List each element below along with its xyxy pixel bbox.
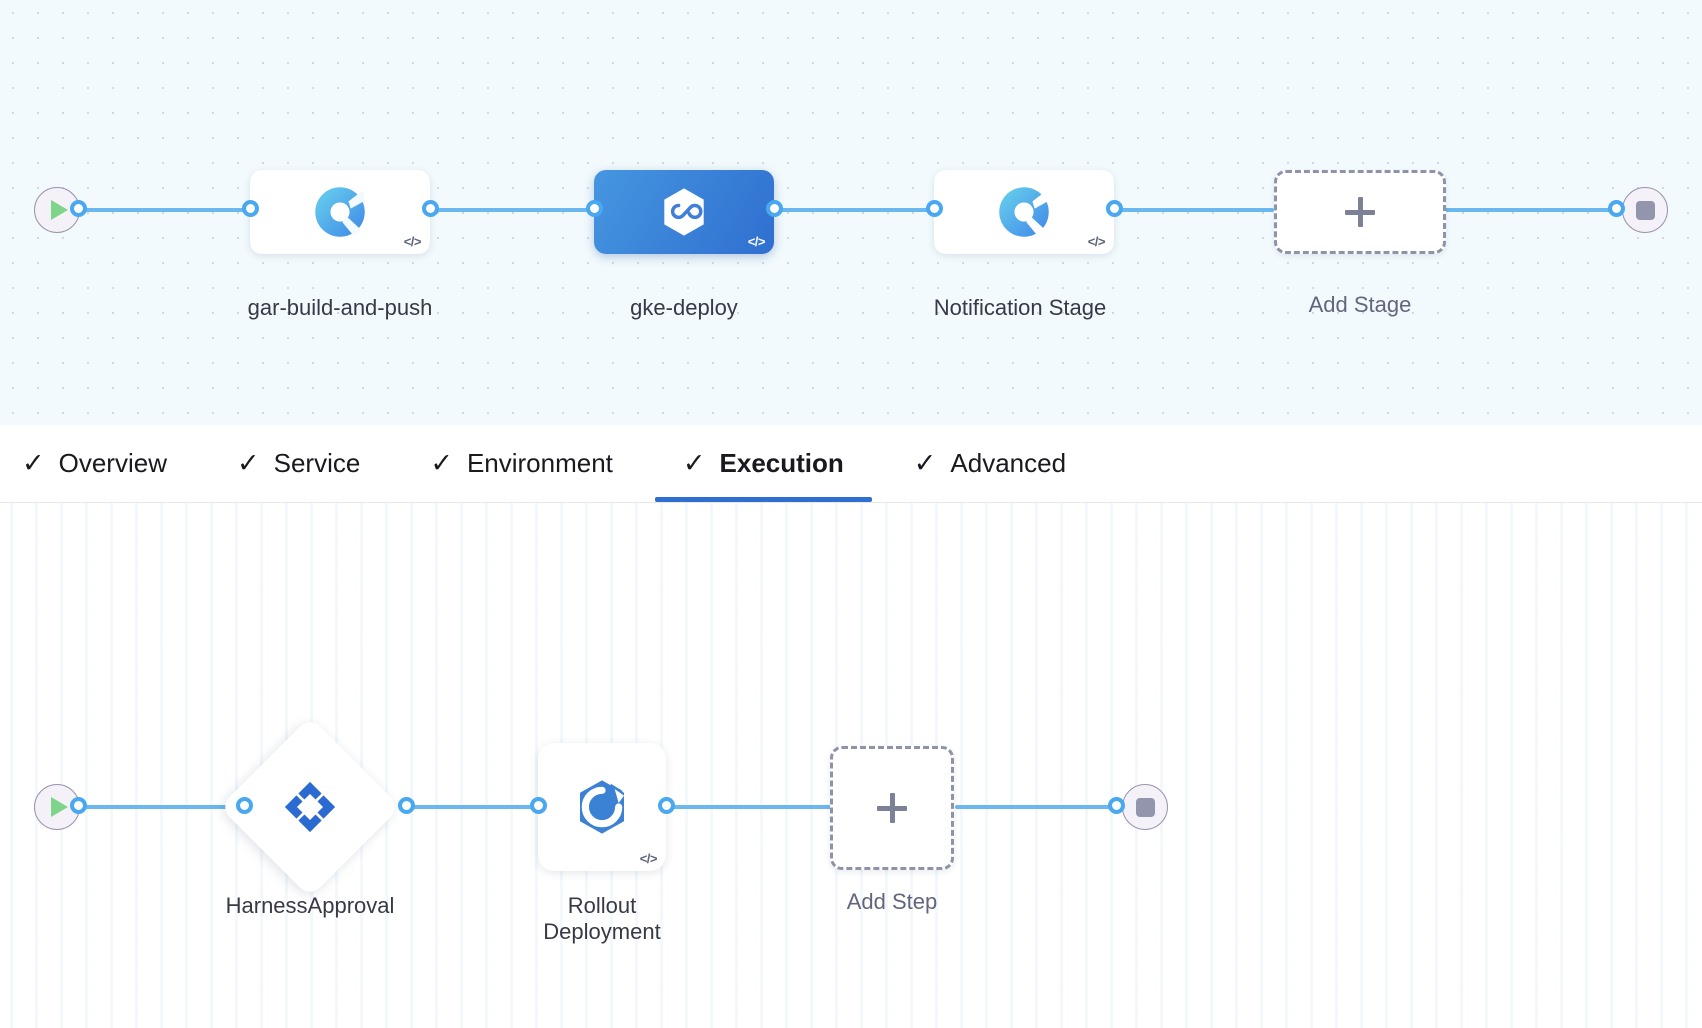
stage-label-gke-deploy: gke-deploy <box>630 295 738 320</box>
harness-ci-build-icon <box>997 185 1051 239</box>
code-badge-icon[interactable]: </> <box>403 234 422 249</box>
stage-node-gke-deploy[interactable]: </> <box>594 170 774 254</box>
step-label-rollout-deployment: Rollout Deployment <box>543 893 661 944</box>
port-exec-stop-in[interactable] <box>1108 797 1125 814</box>
connector-stage2-to-stage3 <box>768 208 938 212</box>
port-stop-in[interactable] <box>1608 200 1625 217</box>
step-label-harness-approval: HarnessApproval <box>225 893 395 918</box>
stage-label-gar-build-and-push: gar-build-and-push <box>247 295 433 320</box>
port-stage2-in[interactable] <box>586 200 603 217</box>
tab-environment[interactable]: ✓ Environment <box>430 425 613 502</box>
plus-icon <box>1345 197 1375 227</box>
connector-stage3-to-add <box>1104 208 1274 212</box>
stage-flow-row: </> gar-build-and-push </> gke-deploy <box>0 0 1702 425</box>
code-badge-icon[interactable]: </> <box>1087 234 1106 249</box>
tab-execution[interactable]: ✓ Execution <box>654 425 872 502</box>
tab-advanced[interactable]: ✓ Advanced <box>914 425 1066 502</box>
connector-step1-to-step2 <box>400 805 545 809</box>
pipeline-start-node[interactable] <box>34 187 80 233</box>
tab-label: Overview <box>58 448 167 478</box>
port-exec-start-out[interactable] <box>70 797 87 814</box>
port-step2-in[interactable] <box>530 797 547 814</box>
step-node-harness-approval[interactable] <box>219 716 401 898</box>
port-step2-out[interactable] <box>658 797 675 814</box>
add-stage-button[interactable] <box>1274 170 1446 254</box>
add-step-button[interactable] <box>830 746 954 870</box>
port-stage3-in[interactable] <box>926 200 943 217</box>
plus-icon <box>877 793 907 823</box>
pipeline-stage-canvas[interactable]: </> gar-build-and-push </> gke-deploy <box>0 0 1702 425</box>
check-icon: ✓ <box>22 448 45 478</box>
tab-label: Execution <box>719 448 844 478</box>
pipeline-execution-canvas[interactable]: HarnessApproval </> Rollout Deployment A… <box>0 503 1702 1028</box>
stage-label-notification-stage: Notification Stage <box>933 295 1107 320</box>
play-icon <box>51 200 68 220</box>
port-stage2-out[interactable] <box>766 200 783 217</box>
pipeline-stop-node[interactable] <box>1622 187 1668 233</box>
check-icon: ✓ <box>913 448 937 478</box>
connector-stage1-to-stage2 <box>420 208 600 212</box>
code-badge-icon[interactable]: </> <box>639 851 658 866</box>
execution-flow-row: HarnessApproval </> Rollout Deployment A… <box>0 503 1702 1028</box>
port-stage3-out[interactable] <box>1106 200 1123 217</box>
port-start-out[interactable] <box>70 200 87 217</box>
connector-start-to-stage1 <box>78 208 258 212</box>
add-stage-label: Add Stage <box>1308 292 1412 317</box>
connector-add-to-stop <box>955 805 1120 809</box>
stage-config-tabs[interactable]: ✓ Overview ✓ Service ✓ Environment ✓ Exe… <box>0 425 1702 503</box>
port-step1-out[interactable] <box>398 797 415 814</box>
code-badge-icon[interactable]: </> <box>747 234 766 249</box>
connector-step2-to-add <box>668 805 833 809</box>
port-step1-in[interactable] <box>236 797 253 814</box>
tab-label: Service <box>273 448 361 478</box>
stop-icon <box>1635 200 1655 220</box>
port-stage1-out[interactable] <box>422 200 439 217</box>
check-icon: ✓ <box>682 448 706 478</box>
harness-ci-build-icon <box>313 185 367 239</box>
connector-add-to-stop <box>1444 208 1636 212</box>
add-step-label: Add Step <box>846 889 938 914</box>
step-node-rollout-deployment[interactable]: </> <box>538 743 666 871</box>
check-icon: ✓ <box>236 448 260 478</box>
tab-overview[interactable]: ✓ Overview <box>22 425 167 502</box>
tab-label: Environment <box>466 448 613 478</box>
play-icon <box>51 797 68 817</box>
stage-node-gar-build-and-push[interactable]: </> <box>250 170 430 254</box>
port-stage1-in[interactable] <box>242 200 259 217</box>
stop-icon <box>1135 797 1155 817</box>
connector-start-to-step1 <box>78 805 243 809</box>
execution-stop-node[interactable] <box>1122 784 1168 830</box>
harness-approval-icon <box>281 778 339 836</box>
stage-node-notification-stage[interactable]: </> <box>934 170 1114 254</box>
check-icon: ✓ <box>430 448 453 478</box>
tab-label: Advanced <box>950 448 1067 478</box>
tab-service[interactable]: ✓ Service <box>237 425 360 502</box>
harness-cd-deploy-icon <box>657 185 711 239</box>
kubernetes-rollout-icon <box>570 775 634 839</box>
